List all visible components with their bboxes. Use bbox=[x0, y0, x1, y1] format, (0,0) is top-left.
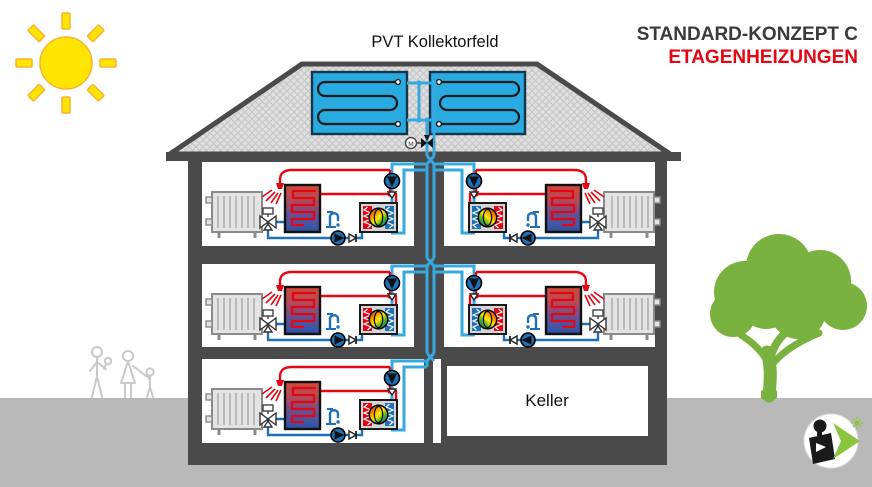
family-silhouette bbox=[89, 346, 155, 398]
company-logo bbox=[803, 413, 863, 469]
motor-valve-label: M bbox=[408, 141, 413, 148]
concept-subtitle: ETAGENHEIZUNGEN bbox=[668, 47, 858, 68]
eave bbox=[166, 152, 681, 161]
pvt-collector-right bbox=[428, 70, 527, 136]
collector-field-label: PVT Kollektorfeld bbox=[371, 33, 498, 51]
riser-shaft bbox=[425, 155, 440, 367]
logo-sun-icon bbox=[851, 417, 863, 429]
motor-valve: M bbox=[404, 135, 433, 150]
logo-arrow-icon bbox=[833, 423, 860, 459]
pvt-collector-left bbox=[310, 70, 409, 136]
basement-label: Keller bbox=[525, 391, 569, 410]
sun-icon bbox=[15, 12, 117, 114]
concept-title: STANDARD-KONZEPT C bbox=[637, 24, 859, 45]
logo-tree-icon bbox=[813, 419, 827, 433]
basement-room bbox=[447, 366, 648, 436]
tree bbox=[710, 234, 867, 403]
shaft-gap bbox=[433, 359, 441, 443]
